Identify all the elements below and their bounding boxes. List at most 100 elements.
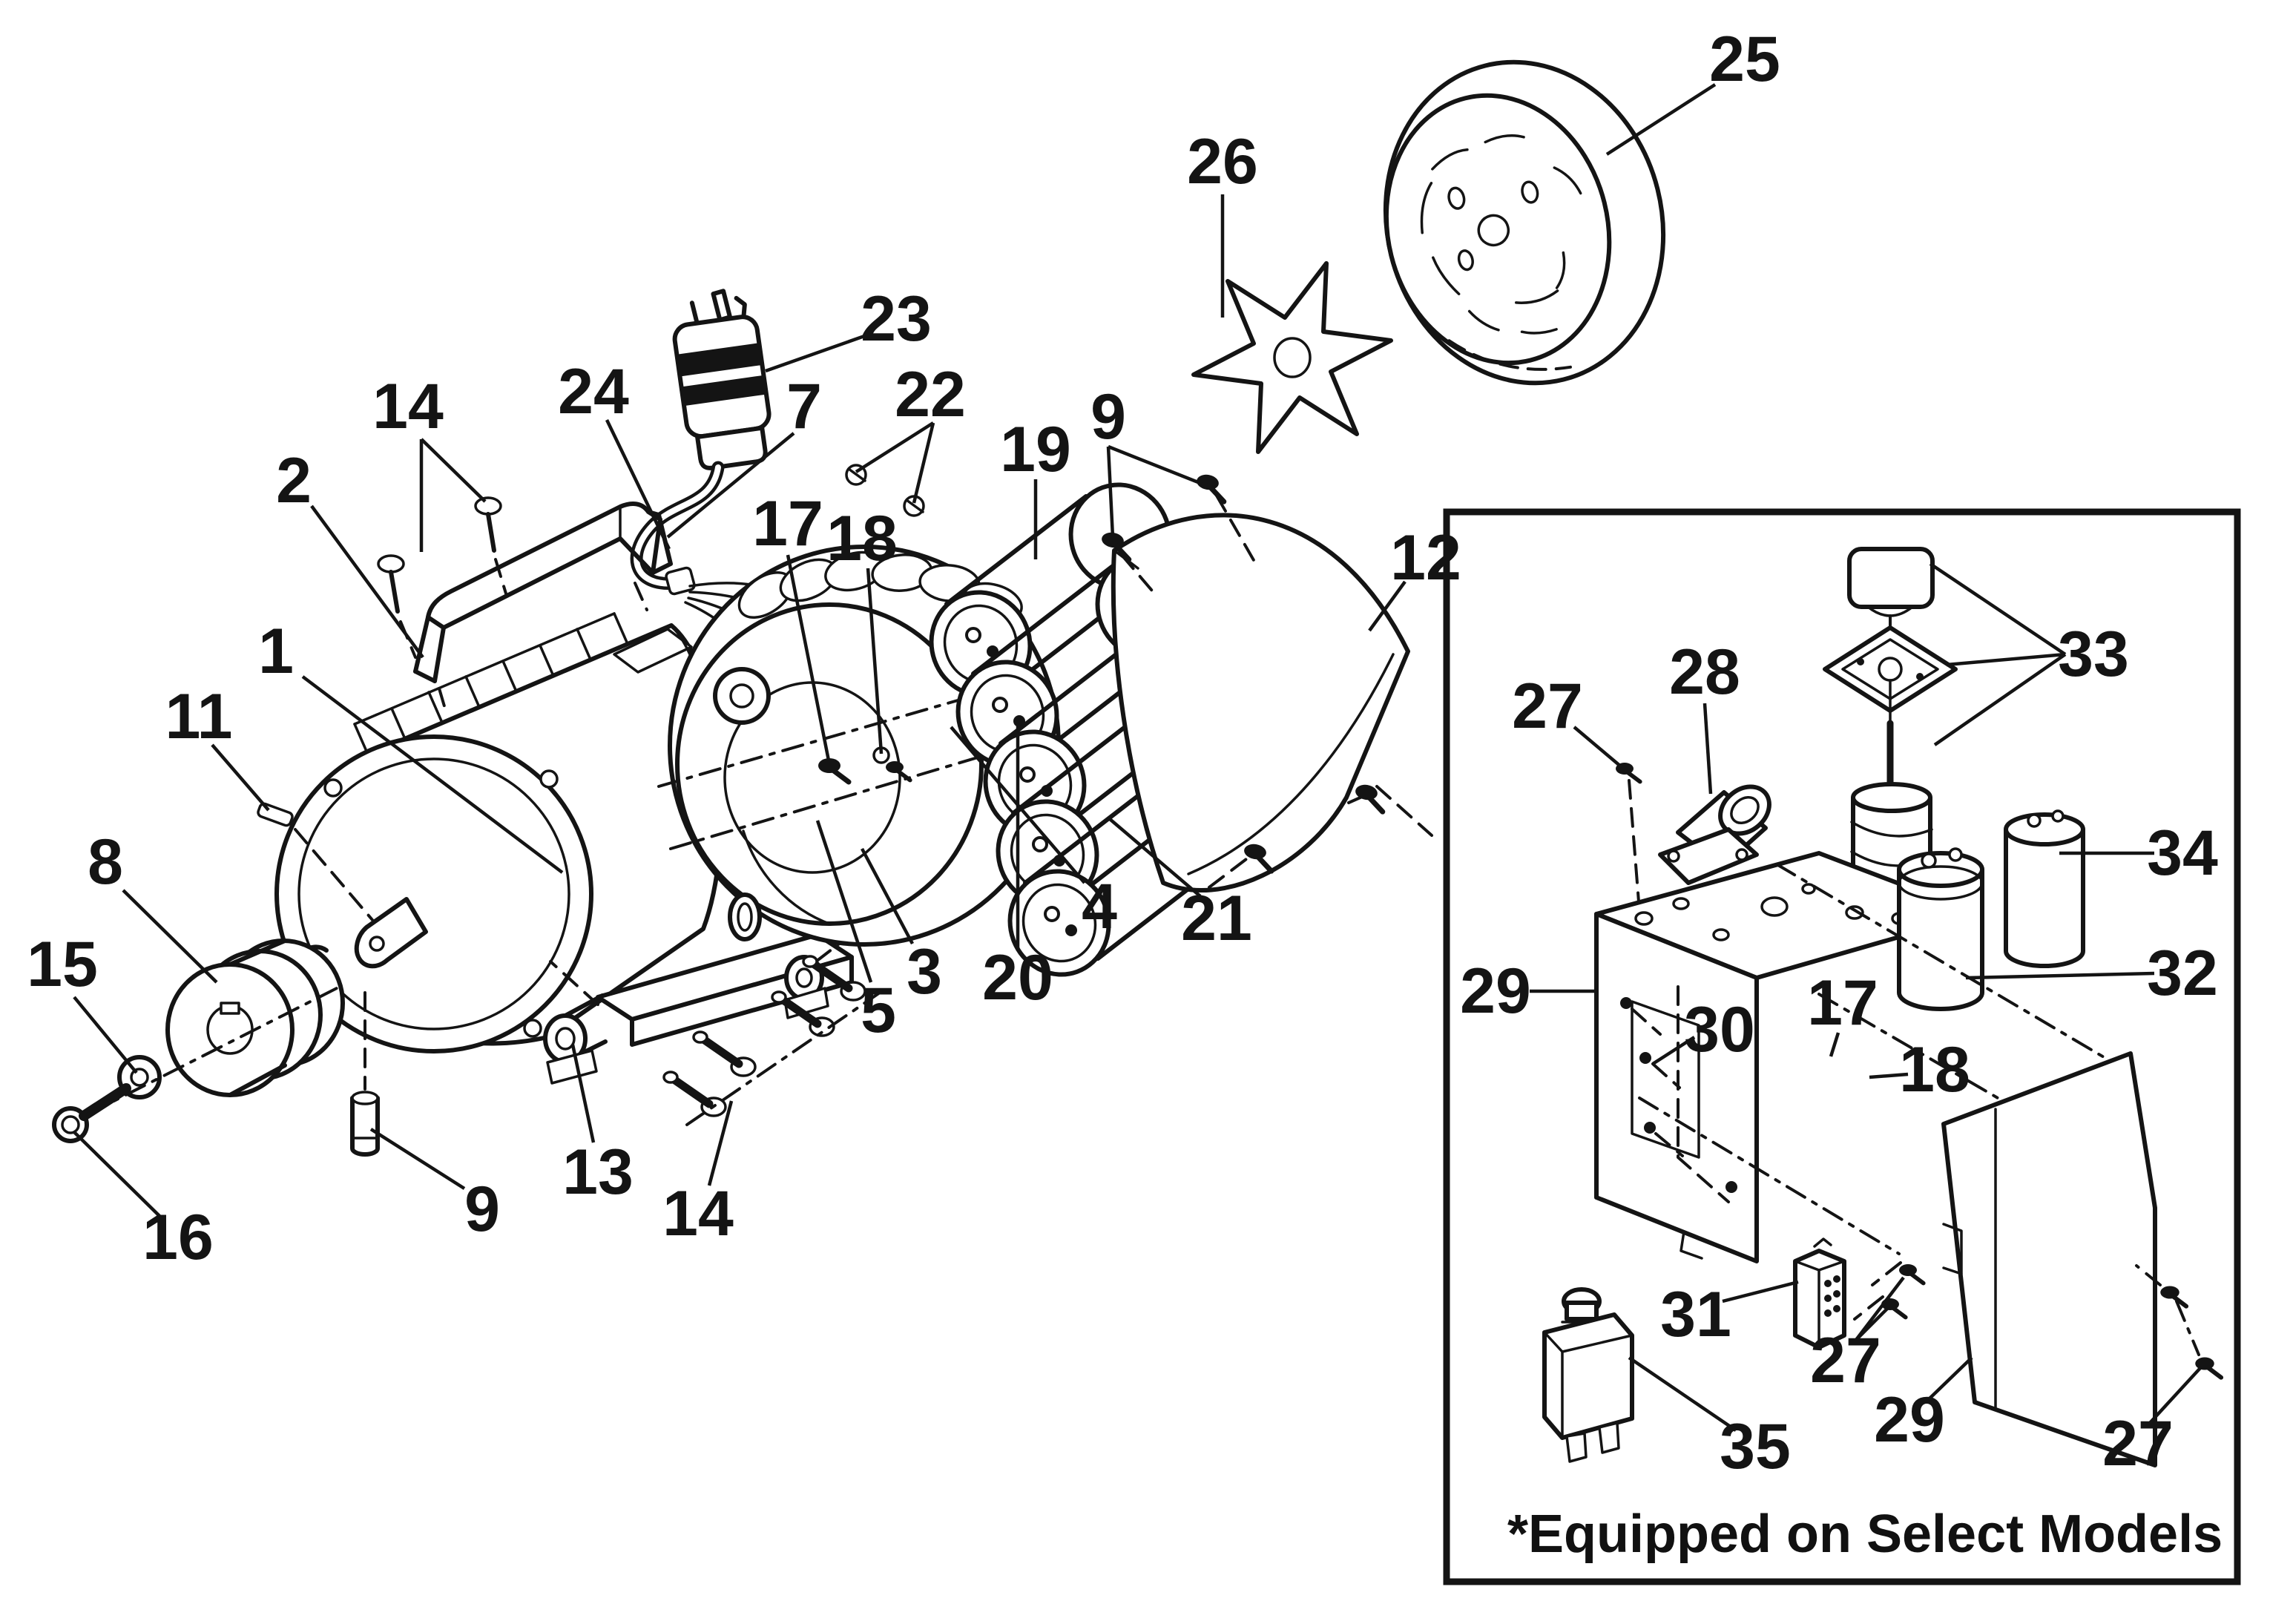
leader-line-c9a-0 — [1106, 446, 1115, 538]
leader-line-c33-2 — [1933, 653, 2067, 746]
leader-line-c14b-0 — [707, 1100, 734, 1186]
callout-c2: 2 — [276, 445, 312, 516]
callout-c31: 31 — [1660, 1279, 1731, 1350]
inset-plate-part — [1823, 625, 1958, 723]
leader-line-c16-0 — [73, 1131, 162, 1218]
diagram-art — [52, 59, 2221, 1467]
pulley-part — [165, 938, 345, 1097]
leader-line-c18a-0 — [866, 568, 884, 755]
leader-line-c14a-1 — [420, 438, 487, 503]
callout-c22: 22 — [895, 359, 966, 430]
fan-part — [1191, 261, 1393, 454]
leader-line-c32-0 — [1965, 971, 2155, 980]
leader-line-c27c-0 — [2148, 1367, 2202, 1424]
callout-c14a: 14 — [372, 371, 444, 442]
leader-line-c23-0 — [765, 333, 867, 373]
callout-c25: 25 — [1709, 24, 1780, 95]
inset-frame — [1443, 508, 2241, 1585]
inset-terminal-screws-part — [1853, 1261, 1924, 1321]
leader-line-c2-0 — [310, 504, 424, 659]
callout-c27c: 27 — [2102, 1408, 2174, 1479]
callout-c23: 23 — [861, 283, 932, 355]
leader-line-c13-0 — [570, 1044, 596, 1143]
leader-line-c9a-1 — [1108, 444, 1203, 486]
leader-line-c7-0 — [666, 432, 795, 539]
leader-line-c17a-0 — [786, 554, 832, 765]
curved-cover-part — [1111, 513, 1410, 892]
callout-c17b: 17 — [1807, 967, 1878, 1039]
callout-c1: 1 — [258, 616, 294, 687]
callout-c13: 13 — [562, 1137, 634, 1208]
callout-c4: 4 — [1082, 871, 1117, 942]
callout-c21: 21 — [1181, 883, 1252, 954]
leader-line-c27b-1 — [1855, 1276, 1905, 1341]
callout-c3: 3 — [907, 936, 942, 1007]
callout-c18a: 18 — [826, 503, 898, 574]
callout-c17a: 17 — [752, 488, 823, 559]
callout-c26: 26 — [1187, 126, 1258, 197]
fan-cover-part — [1383, 59, 1666, 386]
callout-c27b: 27 — [1810, 1325, 1881, 1396]
power-plug-part — [672, 289, 772, 470]
leader-line-c35-0 — [1628, 1356, 1737, 1432]
leader-line-c30-0 — [1651, 1036, 1696, 1065]
inset-capacitor-34-part — [2004, 809, 2085, 968]
inset-panel-screws-part — [2135, 1264, 2221, 1378]
inset-switch-part — [1658, 784, 1771, 982]
callout-c29b: 29 — [1874, 1384, 1945, 1456]
callout-c16: 16 — [142, 1202, 214, 1273]
leader-line-c33-1 — [1946, 652, 2066, 667]
leader-line-c22-0 — [855, 421, 935, 473]
leader-line-c21-0 — [1108, 818, 1202, 898]
callout-c30: 30 — [1684, 994, 1755, 1065]
callout-c8: 8 — [88, 826, 123, 898]
leader-line-c17b-0 — [1829, 1032, 1840, 1057]
callout-c35: 35 — [1720, 1411, 1791, 1482]
callout-c32: 32 — [2147, 938, 2218, 1009]
callout-c7: 7 — [786, 371, 822, 442]
leader-line-c31-0 — [1722, 1280, 1799, 1304]
leader-line-c1-0 — [301, 675, 564, 874]
leader-line-c8-0 — [122, 889, 218, 984]
inset-terminal-block-part — [1793, 1237, 1846, 1350]
leader-line-c28-0 — [1702, 703, 1713, 795]
callout-c29a: 29 — [1460, 956, 1531, 1027]
cover-screws-part — [1099, 473, 1433, 889]
motor-body-part — [274, 612, 724, 1053]
callout-c34: 34 — [2147, 818, 2218, 889]
callout-c9a: 9 — [1090, 381, 1126, 453]
callout-c11: 11 — [165, 681, 233, 752]
callout-c24: 24 — [558, 356, 629, 427]
callout-c19: 19 — [1000, 414, 1071, 485]
foot-bolts-part — [662, 955, 881, 1126]
leader-line-c18b-0 — [1869, 1072, 1909, 1079]
callout-c18b: 18 — [1899, 1034, 1970, 1105]
callout-c20: 20 — [982, 942, 1053, 1013]
leader-line-c29b-0 — [1927, 1356, 1973, 1401]
callout-c28: 28 — [1669, 637, 1740, 708]
leader-line-c33-0 — [1929, 562, 2067, 656]
leader-line-c11-0 — [211, 743, 270, 812]
callout-c9b: 9 — [464, 1174, 500, 1245]
leader-line-c9b-0 — [369, 1128, 466, 1190]
leader-line-c22-1 — [912, 422, 935, 504]
inset-capacitor-32-part — [1897, 847, 1984, 1011]
inset-caption: *Equipped on Select Models — [1507, 1505, 2223, 1564]
leader-line-c3-0 — [861, 847, 914, 945]
callout-c12: 12 — [1390, 522, 1461, 594]
callout-c5: 5 — [861, 975, 896, 1046]
inset-panel-part — [1941, 1051, 2157, 1467]
inset-screw-27-part — [1616, 763, 1640, 913]
shaft-spacer-part — [350, 991, 380, 1157]
inset-knob-part — [1847, 547, 1935, 662]
shaft-bolt-part — [52, 985, 341, 1143]
leader-line-c25-0 — [1605, 83, 1717, 156]
leader-line-c12-0 — [1368, 580, 1407, 632]
leader-line-c5-0 — [815, 820, 873, 983]
leader-line-c4-0 — [950, 726, 1086, 884]
leader-line-c15-0 — [73, 996, 138, 1074]
callout-c15: 15 — [27, 929, 98, 1000]
inset-breaker-part — [1542, 1287, 1634, 1463]
